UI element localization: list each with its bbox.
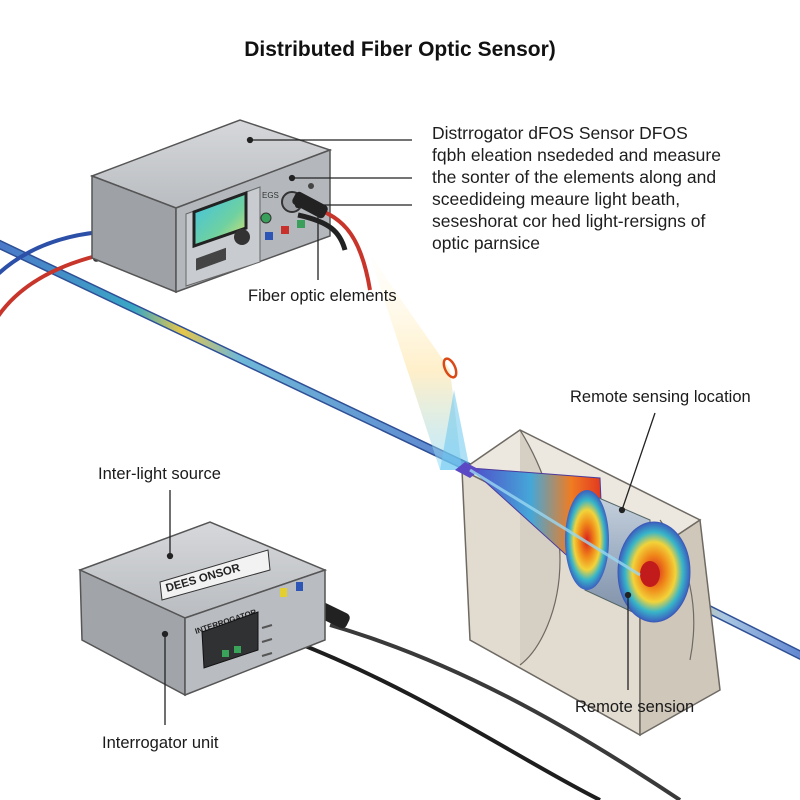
top-device: EGS [89,119,333,294]
sensor-cylinder [455,462,691,623]
leader-desc-2-dot [288,174,296,182]
description-line-1: Distrrogator dFOS Sensor DFOS [432,123,688,143]
leader-desc-3-dot [294,201,302,209]
label-remote-sensing-location: Remote sensing location [570,388,751,406]
diagram-title: Distributed Fiber Optic Sensor) [244,38,556,61]
leader-lines [161,136,656,725]
light-beam [368,250,470,470]
description-line-6: optic parnsice [432,233,540,253]
leader-desc-1-dot [246,136,254,144]
description-line-4: sceedideing meaure light beath, [432,189,681,209]
description-line-5: seseshorat cor hed light-rersigns of [432,211,706,231]
label-inter-light-source: Inter-light source [98,465,221,483]
label-interrogator-unit: Interrogator unit [102,734,219,752]
description-line-3: the sonter of the elements along and [432,167,717,187]
label-fiber-optic-elements: Fiber optic elements [248,287,397,305]
description-line-2: fqbh eleation nsededed and measure [432,145,721,165]
top-panel-small-text: EGS [262,191,279,200]
leader-remote-sensing [621,412,656,511]
description-block: Distrrogator dFOS Sensor DFOS fqbh eleat… [432,122,721,254]
label-remote-sension: Remote sension [575,698,695,716]
bottom-device: DEES ONSOR INTERROGATOR [78,521,328,697]
